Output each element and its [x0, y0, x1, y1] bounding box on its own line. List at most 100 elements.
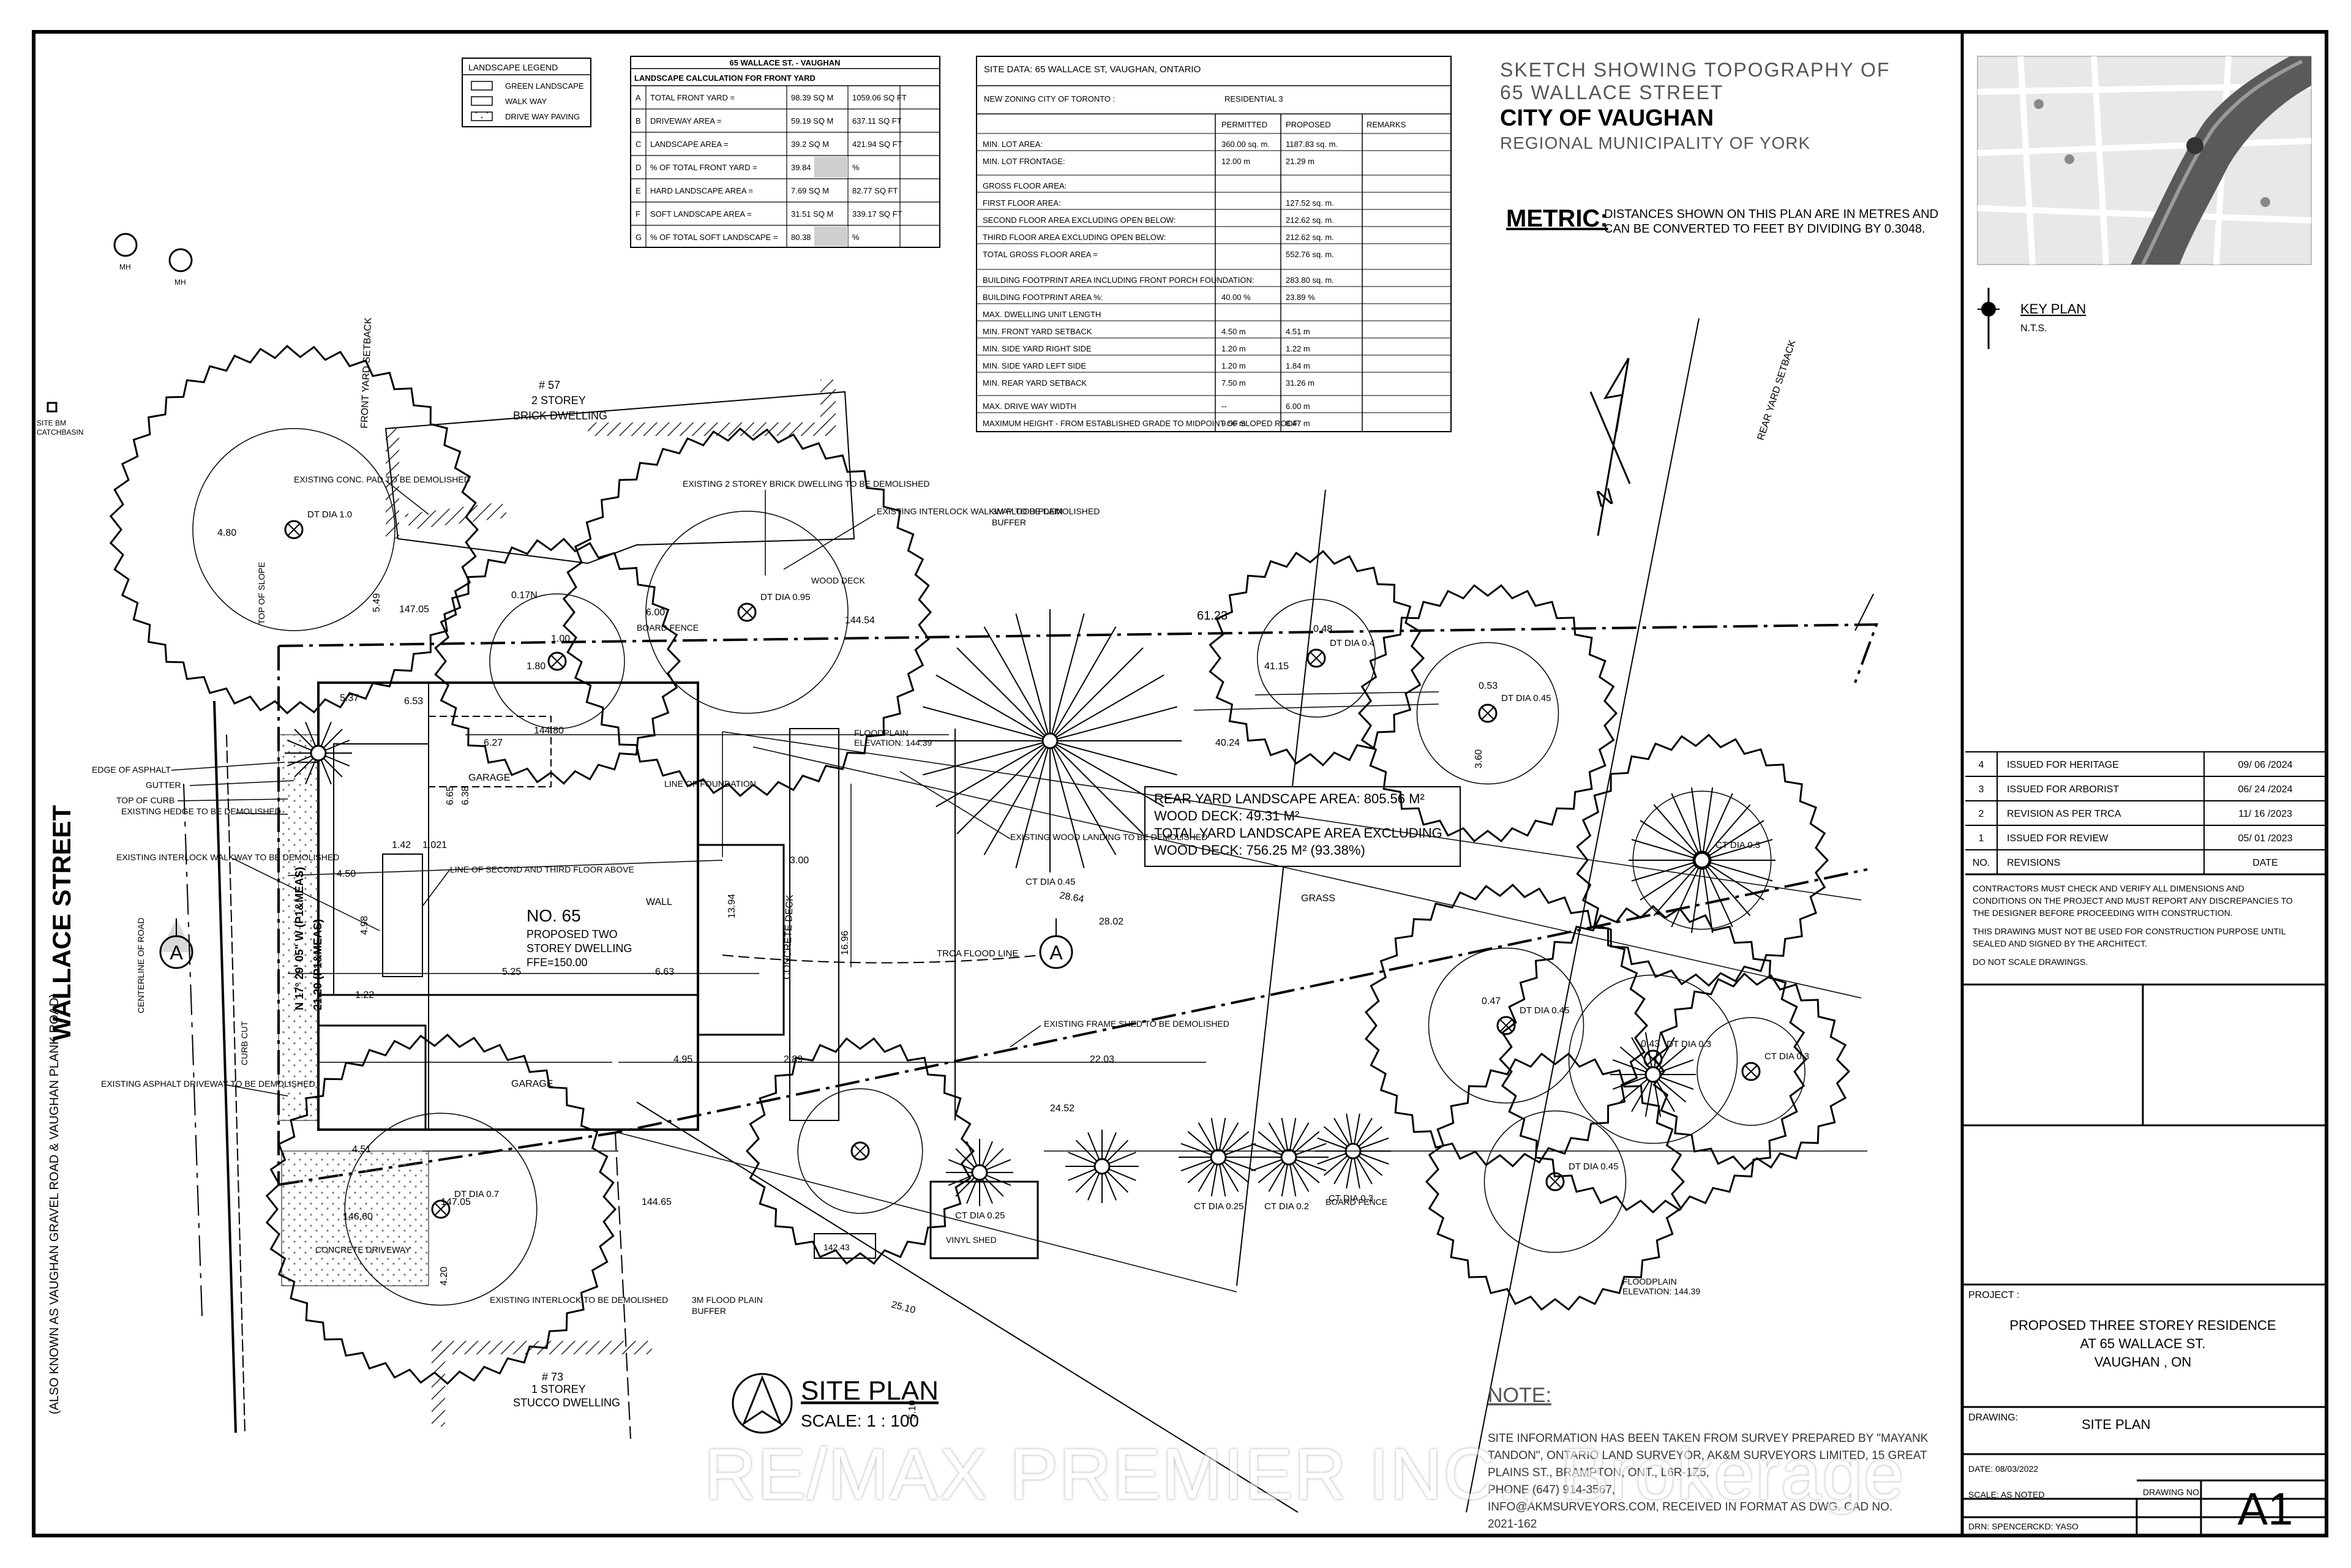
callout-asphalt-driveway: EXISTING ASPHALT DRIVEWAY TO BE DEMOLISH…	[101, 1079, 315, 1089]
dim: 1.80	[527, 661, 546, 672]
tree-trunk-mark	[854, 1145, 866, 1157]
site-data-title: SITE DATA: 65 WALLACE ST, VAUGHAN, ONTAR…	[984, 64, 1201, 75]
city-title: CITY OF VAUGHAN	[1500, 105, 1714, 131]
conifer-trunk-icon	[1041, 732, 1059, 749]
revisions-table: 4 ISSUED FOR HERITAGE 09/ 06 /2024 3 ISS…	[1965, 751, 2327, 876]
tree-label: DT DIA 0.7	[454, 1189, 499, 1199]
key-plan-north-icon	[1978, 288, 2000, 349]
dim: 6.00	[646, 607, 665, 618]
north-label: N	[1594, 484, 1616, 513]
conifer-branch	[1640, 820, 1703, 861]
dwelling-73-type: STUCCO DWELLING	[513, 1397, 620, 1409]
calc-row-metric: 7.69 SQ M	[791, 186, 829, 195]
curb-line	[213, 700, 237, 1433]
calc-row-imperial: %	[852, 163, 860, 172]
calc-row-metric: 98.39 SQ M	[791, 93, 833, 102]
tree-root-zone	[489, 593, 625, 729]
site-bm-label: SITE BM	[37, 419, 66, 427]
calc-row-key: C	[636, 140, 641, 149]
dim: 3.60	[1474, 749, 1484, 768]
conifer-branch	[1701, 793, 1733, 861]
mh-label: MH	[119, 263, 131, 271]
dim: 5.37	[340, 693, 359, 703]
site-plan-scale: SCALE: 1 : 100	[801, 1411, 919, 1430]
rear-yard-line: TOTAL YARD LANDSCAPE AREA EXCLUDING	[1154, 825, 1442, 841]
tree-root-zone	[1568, 974, 1738, 1144]
calc-row-key: G	[636, 233, 642, 242]
hdr-proposed: PROPOSED	[1286, 120, 1331, 129]
wall-label: WALL	[646, 897, 672, 907]
note-text: INFO@AKMSURVEYORS.COM, RECEIVED IN FORMA…	[1488, 1501, 1892, 1514]
zoning-label: NEW ZONING CITY OF TORONTO :	[984, 94, 1115, 103]
conifer-trunk-icon	[1693, 852, 1711, 869]
dim: 147.05	[399, 604, 429, 615]
site-row-label: TOTAL GROSS FLOOR AREA =	[983, 250, 1098, 259]
tree-trunk-icon	[1478, 703, 1498, 723]
lot-frontage: 21.29 (P1&MEAS)	[312, 919, 324, 1010]
hdr-remarks: REMARKS	[1367, 120, 1406, 129]
conifer-label: CT DIA 0.25	[955, 1210, 1005, 1221]
drawing-number: A1	[2238, 1484, 2293, 1534]
note-text: PLAINS ST., BRAMPTON, ONT., L6R-1Z5,	[1488, 1466, 1709, 1479]
garage-label-2: GARAGE	[511, 1079, 553, 1089]
dim: 5.10	[907, 1400, 918, 1419]
calc-row-label: TOTAL FRONT YARD =	[650, 93, 735, 102]
site-row-label: MAX. DRIVE WAY WIDTH	[983, 402, 1076, 411]
conifer-branch	[936, 674, 1051, 741]
top-of-slope-label: TOP OF SLOPE	[257, 562, 266, 625]
tree-canopy	[1576, 733, 1829, 987]
vinyl-shed-label: VINYL SHED	[946, 1235, 997, 1245]
callout-foundation: LINE OF FOUNDATION	[664, 779, 756, 789]
tree-trunk-mark	[1500, 1019, 1512, 1032]
drn-field: DRN: SPENCER	[1968, 1521, 2033, 1531]
site-row-proposed: 23.89 %	[1286, 293, 1315, 302]
dwelling-57-type: BRICK DWELLING	[513, 410, 607, 422]
metric-text-1: DISTANCES SHOWN ON THIS PLAN ARE IN METR…	[1604, 208, 1938, 221]
conifer-branch	[1049, 740, 1164, 808]
note-text: PHONE (647) 914-3567,	[1488, 1484, 1615, 1496]
note-line: CONTRACTORS MUST CHECK AND VERIFY ALL DI…	[1973, 883, 2244, 893]
floodplain-label-2: FLOODPLAIN	[1622, 1277, 1677, 1286]
tree-trunk-mark	[288, 523, 300, 536]
site-row-proposed: 212.62 sq. m.	[1286, 233, 1334, 242]
flood-buffer-label-1: 3M FLOOD PLAIN	[992, 506, 1063, 516]
tree-root-zone	[645, 511, 849, 714]
conifer-branch	[1701, 860, 1714, 933]
conifer-branch	[1015, 740, 1051, 868]
sketch-title-2: 65 WALLACE STREET	[1500, 81, 1723, 103]
conifer-branch	[1049, 613, 1085, 741]
rev-3-text: ISSUED FOR ARBORIST	[2007, 784, 2119, 795]
dwelling-57-number: # 57	[539, 379, 560, 391]
dim: 1.42	[392, 840, 411, 850]
note-text: SITE INFORMATION HAS BEEN TAKEN FROM SUR…	[1488, 1432, 1929, 1445]
wood-deck-label: WOOD DECK	[811, 576, 866, 585]
rev-1-date: 05/ 01 /2023	[2238, 833, 2293, 844]
tree-canopy	[265, 1033, 617, 1385]
rev-4-date: 09/ 06 /2024	[2238, 760, 2293, 770]
rear-yard-line: WOOD DECK: 756.25 M² (93.38%)	[1154, 842, 1365, 858]
conifer-branch	[1631, 839, 1703, 861]
tree-trunk-mark	[1482, 707, 1494, 719]
dim: 28.64	[1059, 890, 1084, 905]
conifer-label: CT DIA 0.45	[1026, 877, 1075, 887]
dim: 144.65	[642, 1197, 672, 1207]
dim: 28.02	[1099, 917, 1123, 927]
rear-setback-label: REAR YARD SETBACK	[1756, 339, 1798, 441]
site-row-proposed: 1.22 m	[1286, 344, 1310, 353]
key-plan-label: KEY PLAN	[2020, 301, 2086, 317]
calc-row-label: DRIVEWAY AREA =	[650, 116, 721, 126]
north-arrow-icon	[1589, 358, 1631, 536]
project-line-1: PROPOSED THREE STOREY RESIDENCE	[2009, 1318, 2276, 1333]
rev-3-no: 3	[1979, 784, 1984, 795]
dim: 3.00	[790, 855, 809, 866]
drawing-no-label: DRAWING NO.	[2143, 1487, 2202, 1497]
dim: 24.52	[1050, 1103, 1074, 1114]
tree-root-zone	[1416, 642, 1559, 785]
dim: 0.47	[1482, 996, 1501, 1007]
site-row-proposed: 552.76 sq. m.	[1286, 250, 1334, 259]
tree-label: CT DIA 0.3	[1764, 1051, 1809, 1062]
calc-row-label: % OF TOTAL SOFT LANDSCAPE =	[650, 233, 778, 242]
conifer-branch	[983, 626, 1051, 741]
